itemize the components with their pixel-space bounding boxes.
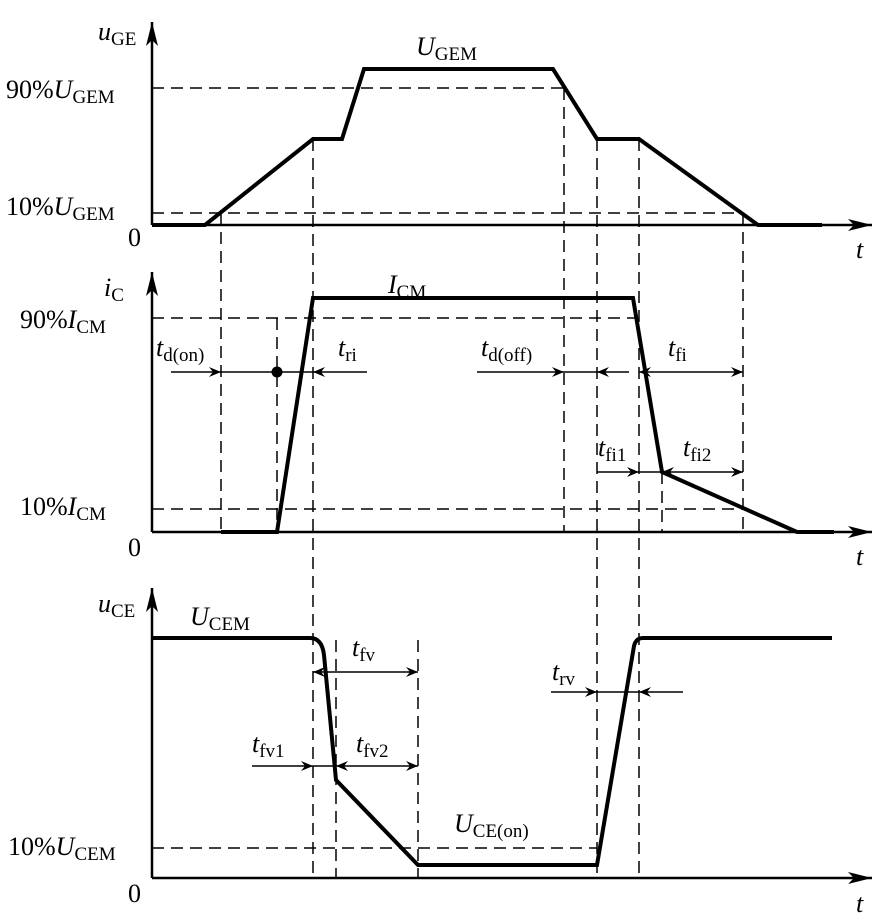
label-tfi2: tfi2 [683,433,711,466]
crossing-dot [271,366,283,378]
label-tfi1: tfi1 [598,433,626,466]
gate-x-label: t [856,235,864,264]
current-level-label: ICM [387,270,426,303]
gate-voltage-waveform [152,67,822,227]
label-tfv2: tfv2 [356,729,389,762]
voltage-zero: 0 [128,879,141,908]
gate-y-label: uGE [98,17,136,50]
current-zero: 0 [128,533,141,562]
current-y-label: iC [104,273,124,306]
current-tick-90: 90%ICM [20,305,106,338]
gate-tick-90: 90%UGEM [6,75,115,108]
voltage-on-level-label: UCE(on) [454,809,529,842]
label-td-off: td(off) [481,333,532,366]
label-tfi: tfi [668,333,687,366]
voltage-level-label: UCEM [190,602,250,635]
gate-tick-10: 10%UGEM [6,192,115,225]
label-tfv: tfv [352,633,376,666]
gate-zero: 0 [128,223,141,252]
current-interval-markers [171,366,743,477]
gate-level-label: UGEM [416,32,477,65]
voltage-x-label: t [856,889,864,918]
label-tfv1: tfv1 [252,729,285,762]
label-trv: trv [552,657,576,690]
voltage-tick-10: 10%UCEM [8,832,116,865]
collector-voltage-waveform [152,636,832,867]
label-tri: tri [338,333,357,366]
guide-lines [152,87,744,878]
collector-current-waveform [221,296,834,534]
current-tick-10: 10%ICM [20,492,106,525]
voltage-interval-markers [252,667,683,771]
voltage-y-label: uCE [98,589,135,622]
current-x-label: t [856,542,864,571]
label-td-on: td(on) [156,333,204,366]
